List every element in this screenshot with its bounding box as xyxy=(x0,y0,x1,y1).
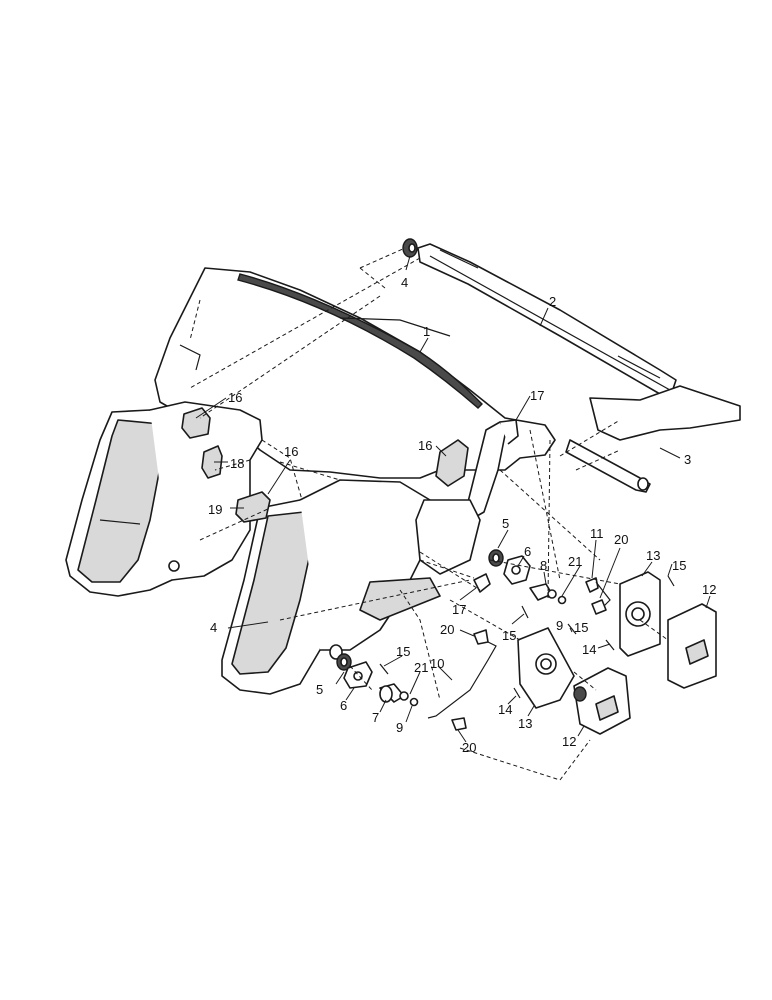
part-3-rod-ledge xyxy=(565,385,741,493)
callout-18: 18 xyxy=(230,456,244,471)
callout-14-left: 14 xyxy=(498,702,512,717)
callout-15-left: 15 xyxy=(396,644,410,659)
callout-13-right: 13 xyxy=(646,548,660,563)
part-20-ball-joint-mid xyxy=(473,629,489,645)
leader-lines xyxy=(195,255,711,743)
callout-17-top: 17 xyxy=(530,388,544,403)
part-21-nut-left xyxy=(399,691,409,701)
part-13-bracket-right xyxy=(619,571,661,657)
part-5-grommet-left xyxy=(336,653,352,671)
callout-14-right: 14 xyxy=(582,642,596,657)
callout-15-center: 15 xyxy=(502,628,516,643)
callout-12-right: 12 xyxy=(702,582,716,597)
part-9-washer-right xyxy=(557,595,567,605)
assembly-lines xyxy=(189,247,669,781)
callout-20-upper: 20 xyxy=(614,532,628,547)
callout-4-left: 4 xyxy=(210,620,217,635)
callout-4-top: 4 xyxy=(401,275,408,290)
callout-2: 2 xyxy=(549,294,556,309)
part-14-screw-b xyxy=(513,687,521,699)
part-20-ball-joint-lower xyxy=(451,717,467,731)
callout-3: 3 xyxy=(684,452,691,467)
part-15-screw-c xyxy=(521,605,529,619)
part-11-ball-joint xyxy=(585,577,611,611)
callout-12-left: 12 xyxy=(562,734,576,749)
part-12-motor-left xyxy=(573,667,631,735)
part-16-clip-right xyxy=(435,439,469,487)
callout-labels: 1 2 3 4 4 5 5 6 6 7 8 9 9 10 11 12 12 13… xyxy=(208,275,716,755)
part-4-bushing-top xyxy=(402,238,418,258)
part-17-lower-clip xyxy=(473,573,491,593)
callout-13-left: 13 xyxy=(518,716,532,731)
left-console-housing xyxy=(65,401,263,597)
part-6-plate-right xyxy=(503,555,531,585)
callout-17-bottom: 17 xyxy=(452,602,466,617)
callout-6-right: 6 xyxy=(524,544,531,559)
callout-20-lower: 20 xyxy=(462,740,476,755)
part-2-wiper-arm xyxy=(417,243,677,395)
callout-16-mid: 16 xyxy=(284,444,298,459)
callout-21-right: 21 xyxy=(568,554,582,569)
part-6-plate-left xyxy=(343,661,373,689)
callout-15-far-right: 15 xyxy=(672,558,686,573)
part-15-screw-d xyxy=(379,663,389,675)
part-19-clip xyxy=(235,491,271,523)
callout-9-left: 9 xyxy=(396,720,403,735)
callout-15-mid-right: 15 xyxy=(574,620,588,635)
part-10-linkage-rod xyxy=(427,637,497,719)
part-15-screw-b xyxy=(567,623,577,635)
part-15-screw-a xyxy=(667,575,675,587)
part-17-upright-bracket xyxy=(415,419,519,575)
part-9-washer-left xyxy=(409,697,419,707)
callout-5-left: 5 xyxy=(316,682,323,697)
part-5-grommet-right xyxy=(488,549,504,567)
callout-20-mid: 20 xyxy=(440,622,454,637)
callout-16-right: 16 xyxy=(418,438,432,453)
callout-11: 11 xyxy=(590,526,604,541)
part-18-clip xyxy=(201,445,223,479)
part-12-motor-right xyxy=(667,603,717,689)
callout-1: 1 xyxy=(423,324,430,339)
callout-9-right: 9 xyxy=(556,618,563,633)
part-21-nut-right xyxy=(547,589,557,599)
callout-8: 8 xyxy=(540,558,547,573)
part-16-clip-left xyxy=(181,407,211,439)
part-14-screw-a xyxy=(605,639,615,651)
callout-19: 19 xyxy=(208,502,222,517)
callout-7: 7 xyxy=(372,710,379,725)
callout-5-right: 5 xyxy=(502,516,509,531)
part-7-cylinder xyxy=(379,683,405,703)
callout-21-left: 21 xyxy=(414,660,428,675)
callout-10: 10 xyxy=(430,656,444,671)
part-20-ball-joint-upper xyxy=(591,599,607,615)
callout-6-left: 6 xyxy=(340,698,347,713)
part-13-bracket-left xyxy=(517,627,575,709)
callout-16-left: 16 xyxy=(228,390,242,405)
